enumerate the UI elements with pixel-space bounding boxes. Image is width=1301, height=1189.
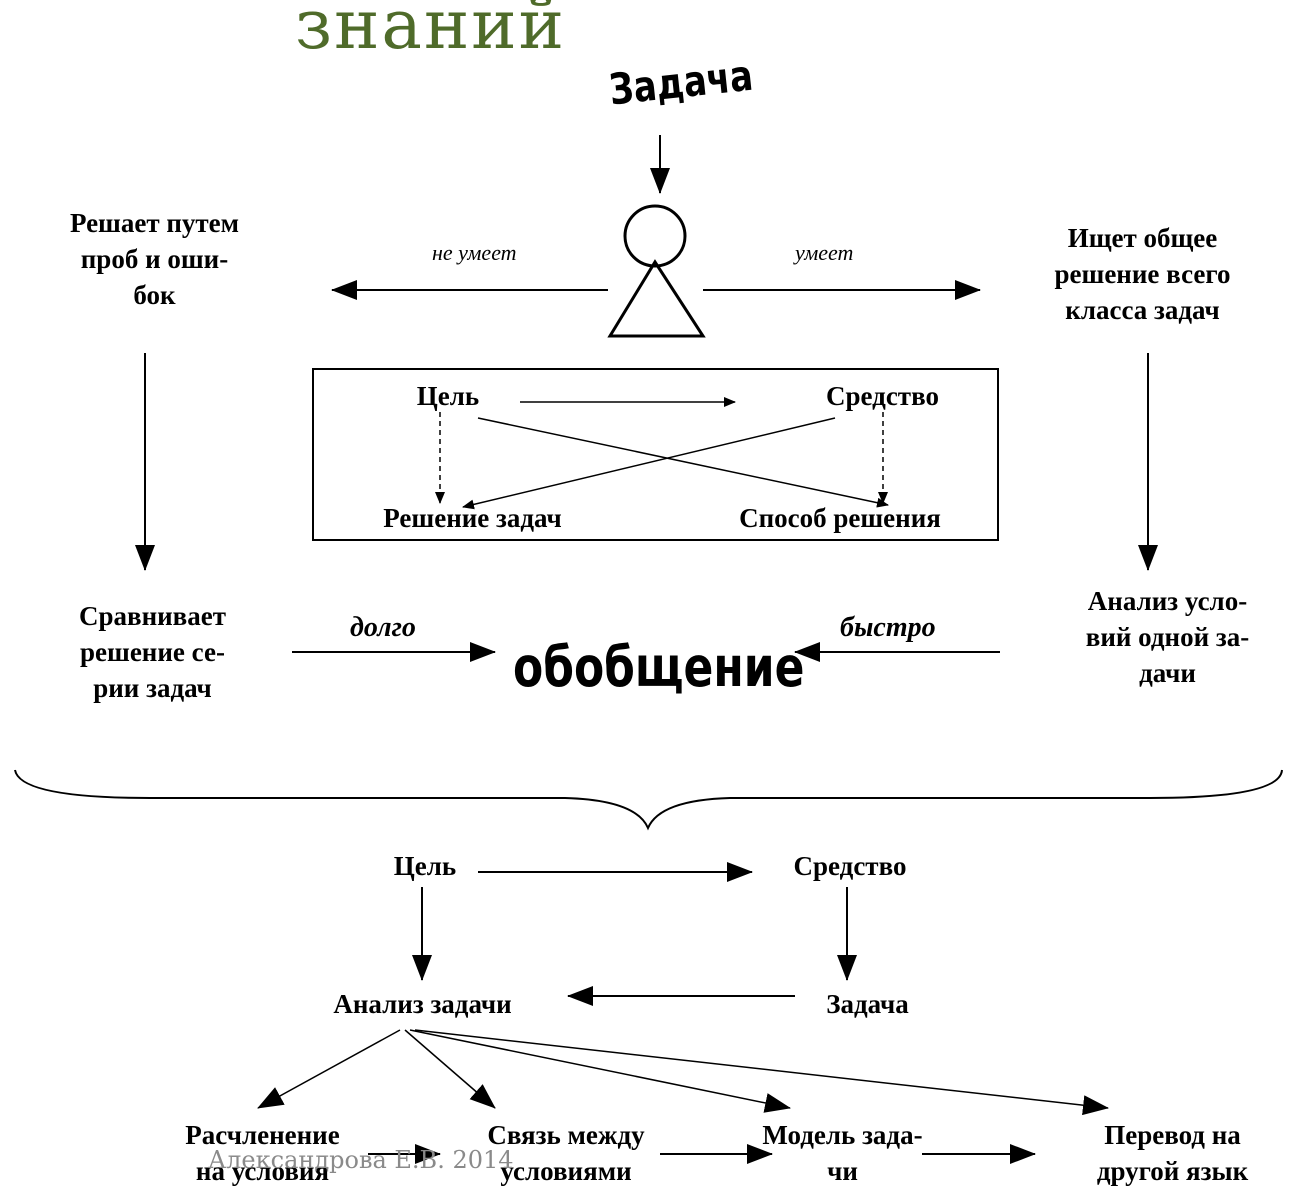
slide-title: знаний (295, 0, 566, 65)
person-icon (607, 204, 706, 338)
box-method: Способ решения (739, 503, 941, 533)
box-means: Средство (826, 381, 939, 411)
box-goal: Цель (416, 381, 480, 411)
lower-goal: Цель (393, 851, 457, 881)
lower-task: Задача (826, 989, 909, 1019)
arrow-analysis-step4 (414, 1029, 1109, 1116)
compare-series-text: Сравнивает решение се- рии задач (78, 601, 227, 703)
cannot-label: не умеет (432, 240, 517, 265)
arrow-analysis-step1 (257, 1029, 401, 1109)
trial-and-error-text: Решает путем проб и оши- бок (69, 208, 240, 310)
general-solution-text: Ищет общее решение всего класса задач (1054, 223, 1231, 325)
fast-label: быстро (840, 612, 936, 643)
box-cross-means-solution (462, 417, 836, 510)
step-translate: Перевод на другой язык (1096, 1120, 1249, 1186)
step-relations: Связь между условиями (487, 1120, 645, 1186)
arrow-analysis-step3 (409, 1029, 791, 1113)
lower-analysis: Анализ задачи (333, 989, 512, 1019)
box-cross-goal-method (477, 417, 889, 508)
box-solution: Решение задач (383, 503, 562, 533)
concept-box (312, 368, 999, 541)
arrow-analysis-step2 (404, 1029, 496, 1109)
can-label: умеет (795, 240, 854, 265)
author-footer: Александрова Е.В. 2014 (208, 1146, 514, 1174)
step-model: Модель зада- чи (762, 1120, 923, 1186)
curly-brace (14, 769, 1283, 831)
step-decompose: Расчленение на условия (185, 1120, 340, 1186)
analyze-conditions-text: Анализ усло- вий одной за- дачи (1085, 586, 1250, 688)
slow-label: долго (350, 612, 416, 643)
generalization-wordart: обобщение (513, 636, 805, 700)
lower-means: Средство (793, 851, 907, 881)
